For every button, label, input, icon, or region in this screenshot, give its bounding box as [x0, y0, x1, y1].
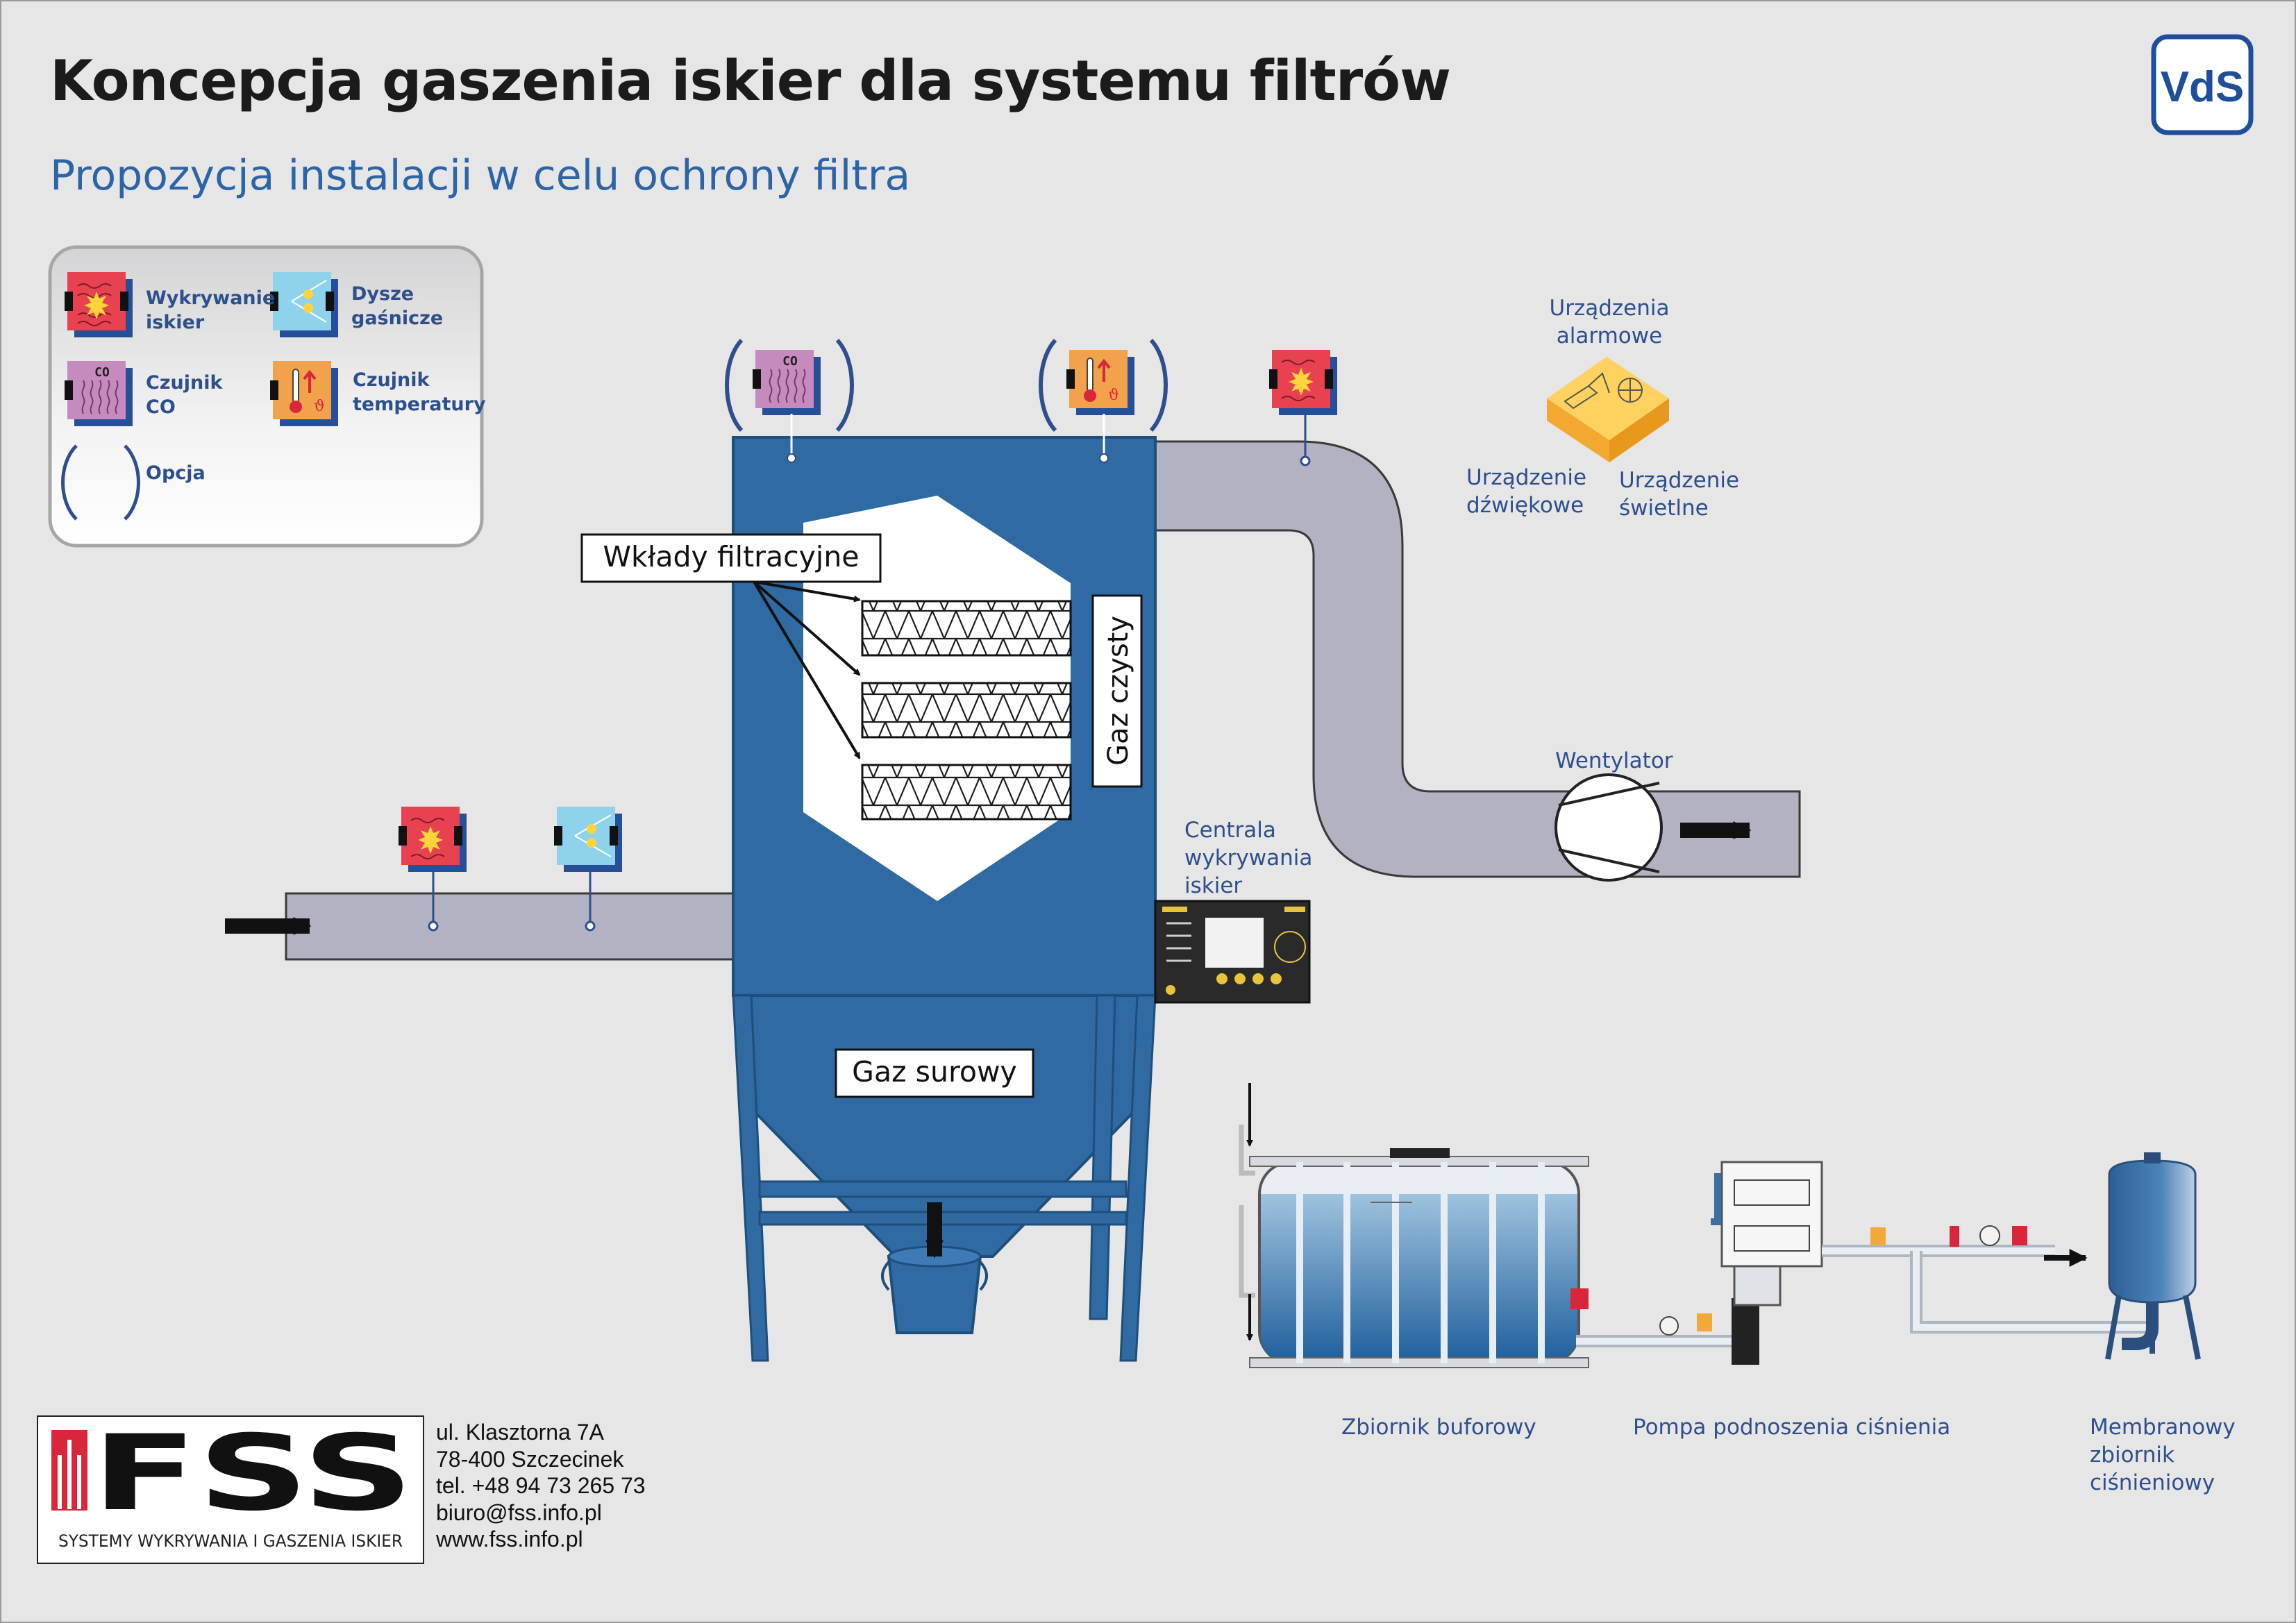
vds-text: VdS [2161, 63, 2245, 111]
membrane-tank-label: Membranowy zbiornik ciśnieniowy [2090, 1415, 2236, 1495]
spark-control-unit [1154, 900, 1311, 1004]
inlet-duct [285, 892, 737, 961]
sound-device-label: Urządzenie dźwiękowe [1466, 465, 1587, 518]
membrane-tank [2105, 1152, 2201, 1360]
booster-pump-label: Pompa podnoszenia ciśnienia [1633, 1415, 1951, 1440]
inlet-spark-detector-icon [399, 807, 467, 932]
legend-option-label: Opcja [146, 462, 206, 484]
legend: CO ϑ [48, 245, 484, 548]
outlet-duct [1153, 440, 1801, 878]
filter-cartridges-label: Wkłady filtracyjne [603, 540, 859, 573]
logo-text: FSS [92, 1413, 414, 1534]
alarm-devices-icon [1547, 357, 1669, 462]
inlet-nozzle-icon [554, 807, 622, 932]
logo-tagline: SYSTEMY WYKRYWANIA I GASZENIA ISKIER [58, 1531, 403, 1551]
address-line2: 78-400 Szczecinek [436, 1446, 624, 1472]
pointer-line [753, 580, 861, 676]
clean-gas-label: Gaz czysty [1103, 616, 1134, 766]
vds-badge: VdS [2151, 34, 2254, 135]
legend-temperature-sensor-label: Czujnik temperatury [353, 369, 486, 415]
filter-cartridge [861, 682, 1072, 739]
legend-nozzles-label: Dysze gaśnicze [351, 283, 444, 329]
filter-leg [732, 994, 769, 1362]
raw-gas-label: Gaz surowy [852, 1055, 1017, 1088]
page-title: Koncepcja gaszenia iskier dla systemu fi… [50, 49, 1451, 113]
company-logo: FSS SYSTEMY WYKRYWANIA I GASZENIA ISKIER [37, 1413, 424, 1564]
fan-icon [1555, 773, 1663, 882]
fan-label: Wentylator [1555, 748, 1673, 773]
legend-option-icon [61, 444, 140, 521]
raw-gas-box [835, 1048, 1034, 1098]
filter-brace [758, 1180, 1128, 1198]
pointer-line [753, 580, 861, 759]
control-unit-label: Centrala wykrywania iskier [1184, 818, 1313, 898]
booster-pump [1576, 1161, 2150, 1365]
filter-brace [758, 1211, 1128, 1226]
filter-cartridge [861, 764, 1072, 821]
filter-cartridge [861, 600, 1072, 657]
top-co-mark: CO [782, 354, 798, 369]
top-temperature-sensor-icon: ϑ [1039, 338, 1168, 463]
outlet-spark-detector-icon [1269, 350, 1337, 466]
buffer-tank-label: Zbiornik buforowy [1341, 1415, 1536, 1440]
legend-spark-detection-label: Wykrywanie iskier [146, 287, 276, 333]
clean-gas-box [1091, 594, 1143, 788]
phone: tel. +48 94 73 265 73 [436, 1473, 646, 1498]
address-line1: ul. Klasztorna 7A [436, 1420, 604, 1445]
email-link[interactable]: biuro@fss.info.pl [436, 1499, 602, 1525]
company-address: ul. Klasztorna 7A 78-400 Szczecinek tel.… [436, 1419, 646, 1553]
dust-bucket [881, 1202, 988, 1334]
svg-text:ϑ: ϑ [1108, 387, 1119, 404]
legend-temperature-sensor-icon: ϑ [270, 361, 338, 426]
website-link[interactable]: www.fss.info.pl [436, 1527, 583, 1551]
page-subtitle: Propozycja instalacji w celu ochrony fil… [50, 151, 911, 200]
pointer-line [753, 580, 861, 603]
buffer-tank [1239, 1083, 1589, 1368]
legend-co-sensor-icon: CO [65, 361, 133, 426]
legend-co-sensor-label: Czujnik CO [146, 372, 223, 418]
filter-leg [1119, 994, 1157, 1362]
top-co-sensor-icon: CO [725, 338, 854, 463]
filter-cartridges-box [580, 533, 882, 583]
legend-spark-detection-icon [65, 272, 133, 337]
alarm-devices-label: Urządzenia alarmowe [1549, 296, 1670, 348]
svg-text:ϑ: ϑ [314, 398, 325, 415]
light-device-label: Urządzenie świetlne [1619, 468, 1740, 521]
legend-nozzle-icon [270, 272, 338, 337]
legend-co-mark: CO [94, 365, 110, 380]
